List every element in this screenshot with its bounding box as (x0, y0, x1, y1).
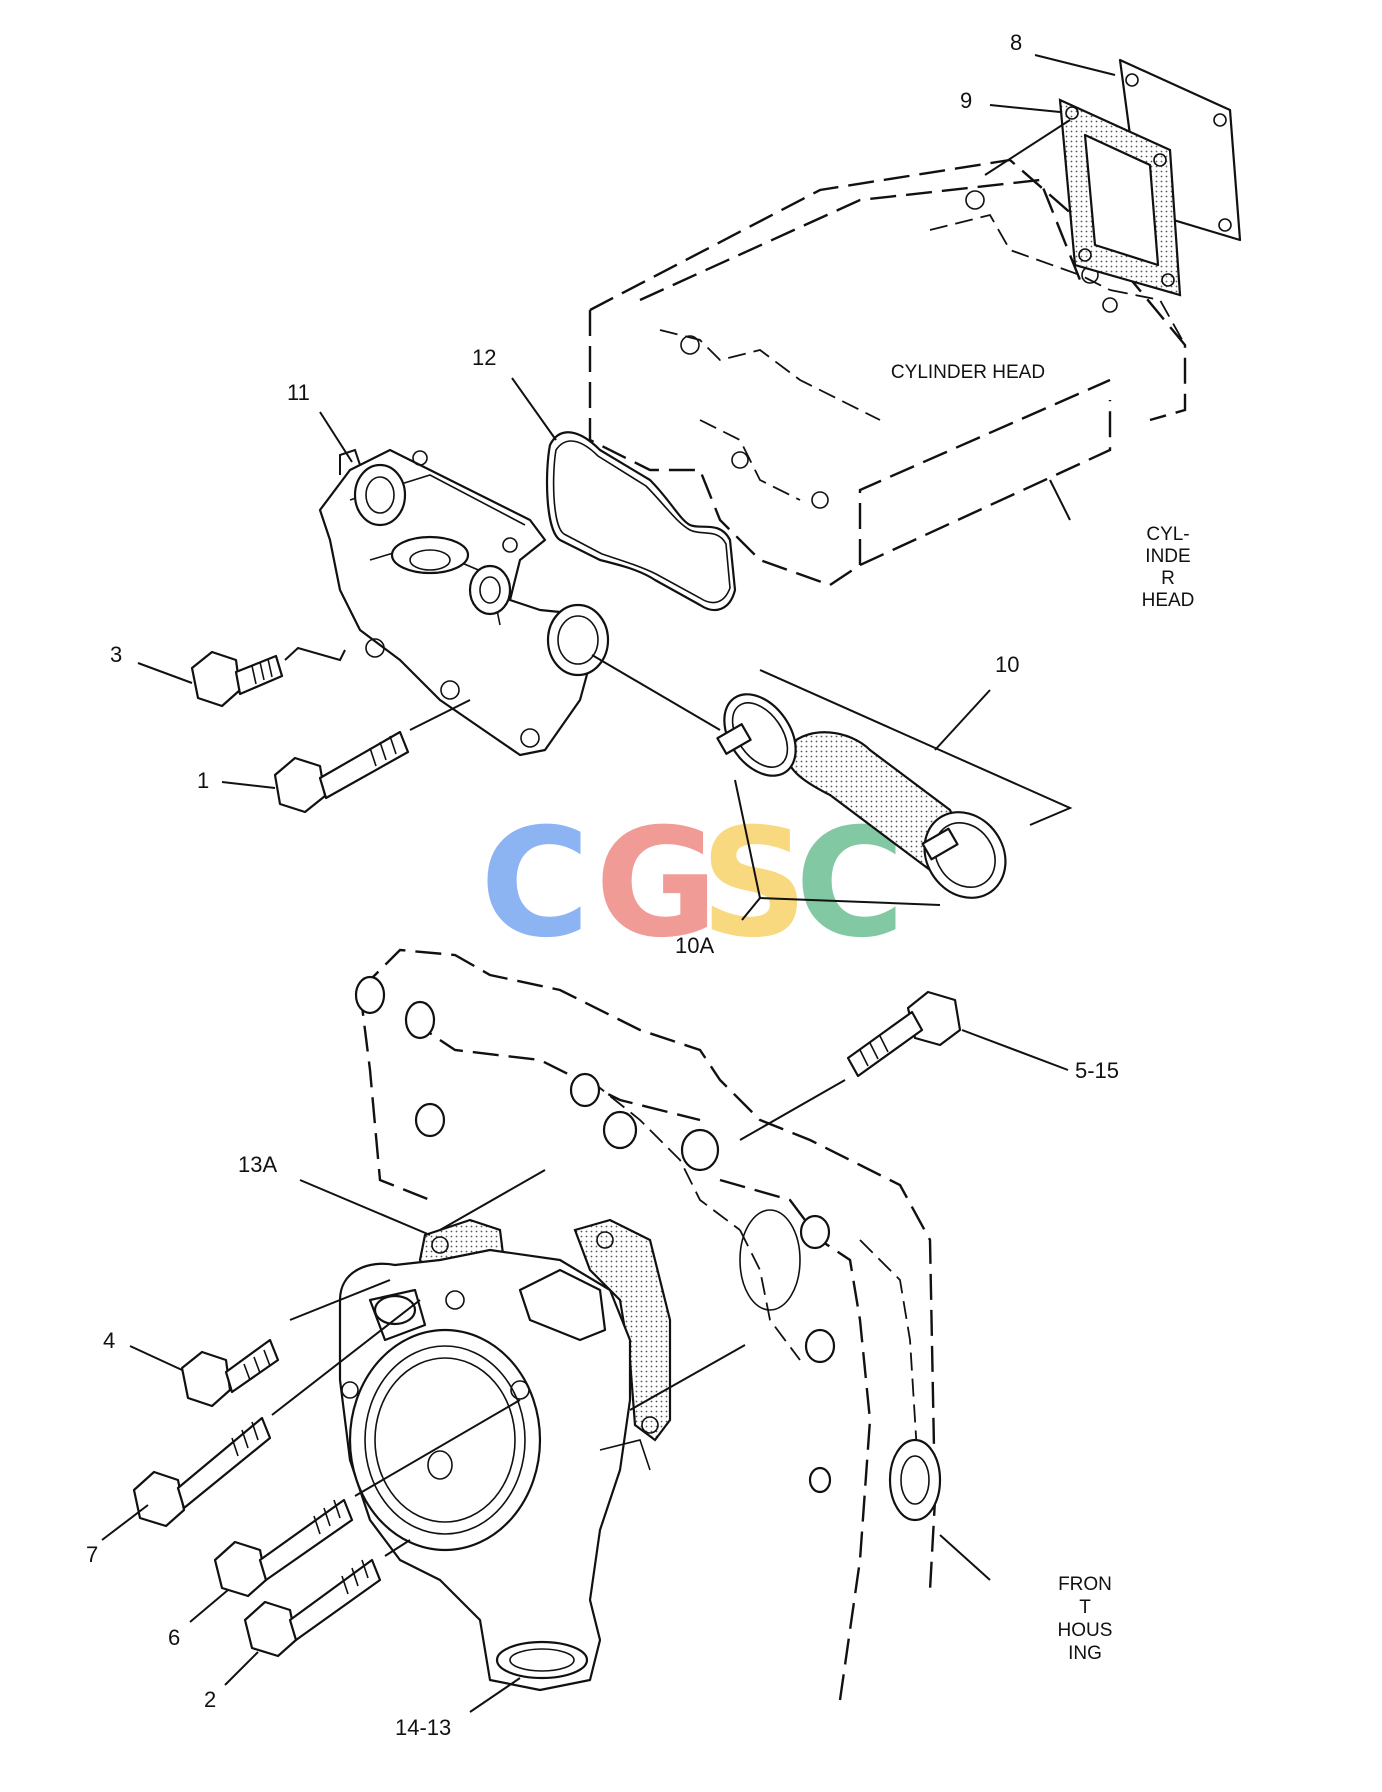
callout-11: 11 (287, 380, 310, 405)
leader-front-housing (939, 1534, 991, 1581)
leader-6 (189, 1589, 229, 1623)
assembly-line-pump (629, 1344, 746, 1411)
hex-bolt-icon (846, 990, 962, 1078)
callout-7: 7 (86, 1542, 98, 1567)
assembly-line-5 (739, 1079, 846, 1141)
assembly-line-7 (271, 1299, 421, 1416)
leader-8 (1034, 54, 1116, 76)
svg-text:ING: ING (1068, 1643, 1102, 1664)
svg-text:HEAD: HEAD (1142, 590, 1195, 611)
leader-11 (319, 411, 353, 463)
svg-text:R: R (1161, 568, 1175, 589)
assembly-line-9 (984, 119, 1071, 176)
cylinder-head-label: CYLINDER HEAD (891, 362, 1045, 383)
callout-8: 8 (1010, 30, 1022, 55)
leader-12 (511, 377, 557, 441)
callout-13a: 13A (238, 1152, 277, 1177)
callout-3: 3 (110, 642, 122, 667)
assembly-line-2 (384, 1539, 411, 1557)
assembly-line-13a (439, 1169, 546, 1231)
hex-bolt-icon (243, 1558, 382, 1658)
leader-7 (101, 1504, 149, 1541)
callout-2: 2 (204, 1687, 216, 1712)
callout-5-15: 5-15 (1075, 1058, 1119, 1083)
leader-14 (469, 1677, 521, 1713)
leader-3 (137, 662, 193, 684)
svg-text:HOUS: HOUS (1058, 1620, 1113, 1641)
assembly-line-1 (409, 699, 471, 731)
callout-10a: 10A (675, 933, 714, 958)
watermark-letter-2: G (595, 797, 718, 971)
gasket-icon (1058, 98, 1182, 297)
cylinder-head-side-label: CYL- INDE R HEAD (1142, 524, 1195, 611)
hex-bolt-icon (190, 650, 284, 708)
front-housing-phantom (354, 948, 942, 1701)
assembly-line-4 (289, 1279, 391, 1321)
thermostat-gasket (545, 431, 737, 612)
leader-4 (129, 1345, 183, 1371)
leader-10 (934, 689, 991, 751)
hose-clamp-icon (591, 654, 1007, 899)
callout-12: 12 (472, 345, 496, 370)
callout-1: 1 (197, 768, 209, 793)
hex-bolt-icon (180, 1338, 280, 1408)
leader-9 (989, 104, 1061, 113)
assembly-line-3 (284, 646, 346, 662)
leader-5 (961, 1029, 1069, 1071)
watermark-letter-3: S (700, 797, 808, 971)
thermostat-housing (318, 448, 610, 757)
callout-14-13: 14-13 (395, 1715, 451, 1740)
leader-10a-tip (741, 897, 761, 921)
hex-bolt-icon (213, 1498, 354, 1598)
hex-bolt-icon (132, 1416, 272, 1528)
callout-6: 6 (168, 1625, 180, 1650)
svg-text:CYL-: CYL- (1146, 524, 1189, 545)
leader-13a (299, 1179, 431, 1236)
leader-10-bracket (759, 669, 1073, 826)
svg-text:INDE: INDE (1145, 546, 1190, 567)
hex-bolt-icon (273, 730, 410, 814)
leader-2 (224, 1651, 259, 1686)
front-housing-label: FRON T HOUS ING (1058, 1574, 1113, 1664)
svg-text:FRON: FRON (1058, 1574, 1112, 1595)
leader-1 (221, 781, 276, 789)
callout-4: 4 (103, 1328, 115, 1353)
callout-9: 9 (960, 88, 972, 113)
svg-text:T: T (1079, 1597, 1091, 1618)
assembly-line-6 (354, 1399, 521, 1497)
water-pump (338, 1218, 672, 1692)
watermark-letter-1: C (480, 797, 590, 971)
callout-10: 10 (995, 652, 1019, 677)
